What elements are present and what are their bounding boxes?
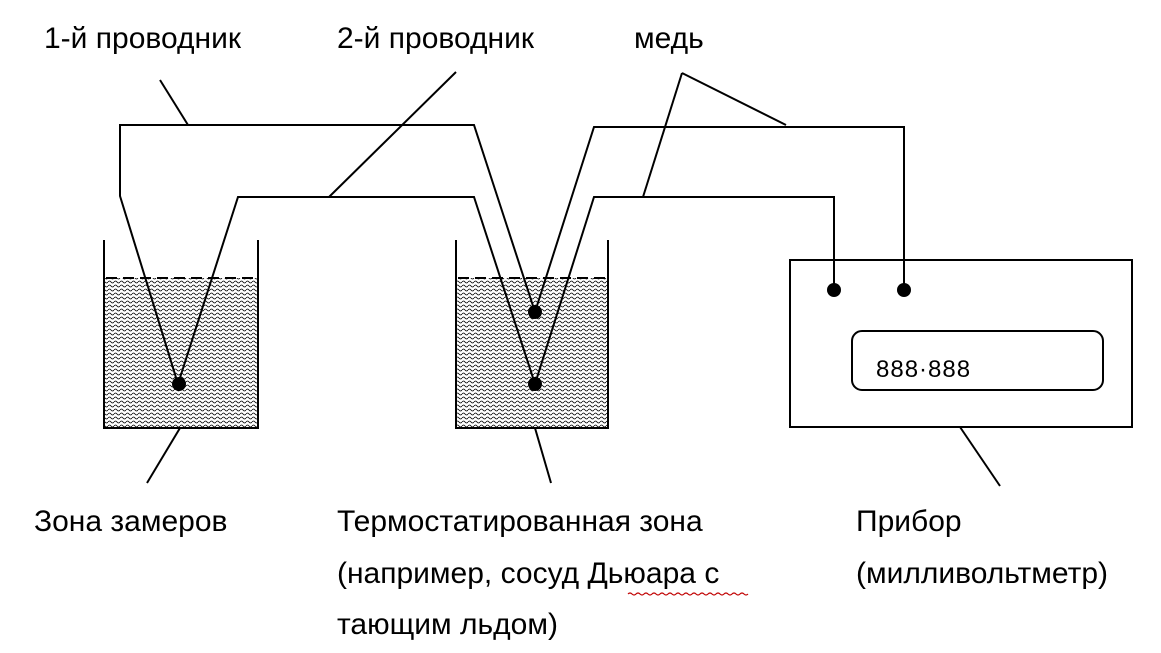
measurement-zone-leader bbox=[146, 427, 181, 484]
thermostat-zone-label-line2: (например, сосуд Дьюара с bbox=[337, 557, 719, 590]
hot-junction bbox=[172, 377, 186, 391]
millivoltmeter-box bbox=[789, 259, 1133, 428]
copper-wire-lower bbox=[534, 196, 835, 385]
device-leader bbox=[959, 426, 1001, 487]
copper-label: медь bbox=[634, 22, 704, 55]
device-label-line1: Прибор bbox=[856, 505, 962, 538]
device-display-reading: 888·888 bbox=[876, 356, 971, 383]
conductor-2-wire bbox=[177, 196, 536, 385]
thermostat-zone-suffix: с bbox=[696, 557, 719, 590]
conductor-2-label: 2-й проводник bbox=[337, 22, 535, 55]
conductor-1-wire bbox=[119, 124, 536, 385]
thermostat-zone-label-line3: тающим льдом) bbox=[337, 608, 558, 641]
spellcheck-underline bbox=[627, 592, 749, 596]
thermostat-zone-leader bbox=[534, 427, 552, 484]
cold-junction-lower bbox=[528, 377, 542, 391]
conductor-1-label: 1-й проводник bbox=[44, 22, 242, 55]
copper-leader-right bbox=[681, 72, 787, 126]
thermostat-zone-prefix: (например, сосуд bbox=[337, 557, 587, 590]
conductor-2-leader bbox=[328, 71, 457, 198]
thermostat-vessel bbox=[455, 240, 609, 429]
measurement-vessel bbox=[103, 240, 259, 429]
cold-junction-upper bbox=[528, 305, 542, 319]
device-terminal-left bbox=[827, 283, 841, 297]
copper-wire-upper bbox=[534, 126, 905, 313]
device-label-line2: (милливольтметр) bbox=[856, 557, 1108, 590]
measurement-zone-label: Зона замеров bbox=[34, 505, 227, 538]
device-terminal-right bbox=[897, 283, 911, 297]
copper-leader-left bbox=[642, 72, 683, 198]
device-display bbox=[851, 330, 1104, 391]
conductor-1-leader bbox=[159, 79, 189, 126]
thermostat-zone-label-line1: Термостатированная зона bbox=[337, 505, 703, 538]
measurement-vessel-liquid bbox=[104, 278, 258, 428]
dewar-word: Дьюара bbox=[587, 557, 696, 590]
